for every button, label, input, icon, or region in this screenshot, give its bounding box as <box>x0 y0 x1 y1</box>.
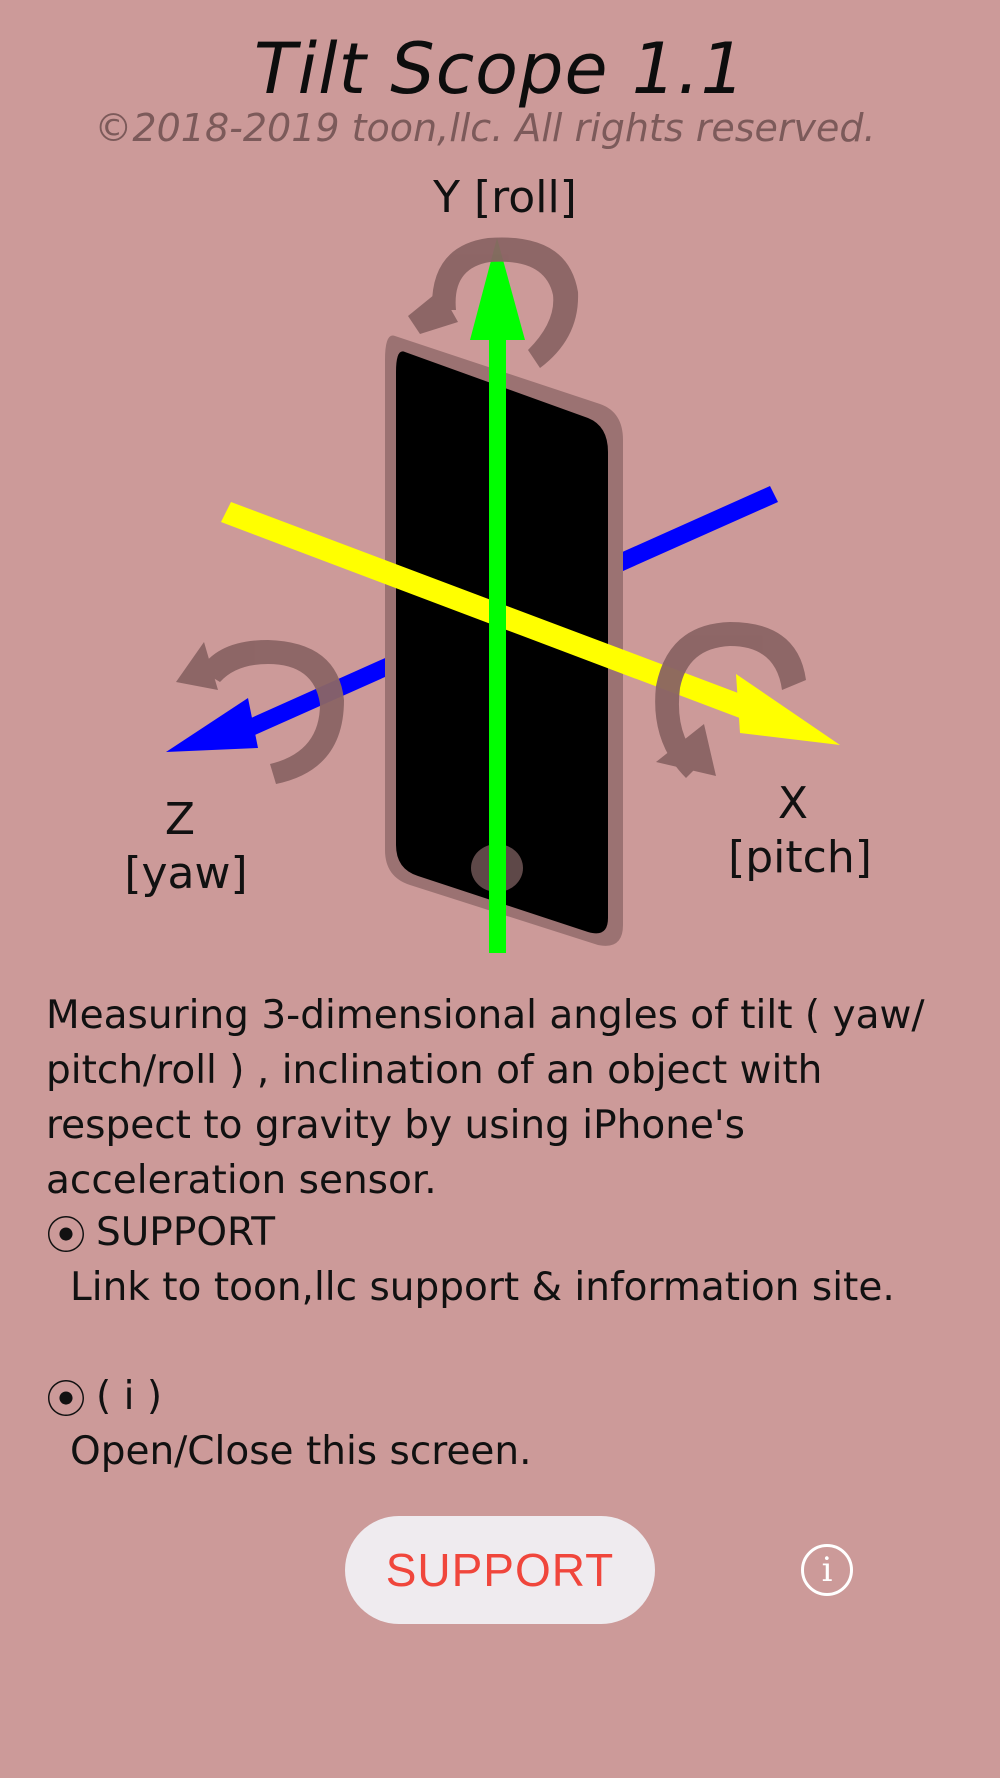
x-axis-name: [pitch] <box>728 832 872 883</box>
info-section-body: Open/Close this screen. <box>70 1429 532 1474</box>
yaw-rotation-arrow <box>176 640 344 784</box>
x-axis-arrow <box>221 502 840 745</box>
support-section-body: Link to toon,llc support & information s… <box>70 1265 895 1310</box>
bullet-icon: ⦿ <box>46 1213 86 1259</box>
roll-rotation-arrow <box>408 237 579 368</box>
y-axis-label: Y [roll] <box>432 172 577 223</box>
y-axis-arrow <box>470 238 525 953</box>
info-section: ⦿ ( i ) Open/Close this screen. <box>46 1368 976 1480</box>
info-icon[interactable]: i <box>801 1544 853 1596</box>
z-axis-name: [yaw] <box>124 848 247 899</box>
z-axis-label: Z <box>165 794 195 845</box>
bullet-icon: ⦿ <box>46 1377 86 1423</box>
support-button[interactable]: SUPPORT <box>345 1516 655 1624</box>
x-axis-label: X <box>778 778 808 829</box>
copyright-text: ©2018-2019 toon,llc. All rights reserved… <box>94 106 876 150</box>
tilt-axes-diagram: Y [roll] Z [yaw] X [pitch] <box>124 172 872 953</box>
info-section-title: ( i ) <box>96 1373 163 1419</box>
app-title: Tilt Scope 1.1 <box>253 28 747 110</box>
support-section-title: SUPPORT <box>96 1209 276 1255</box>
app-description: Measuring 3-dimensional angles of tilt (… <box>46 993 925 1203</box>
support-section: ⦿ SUPPORT Link to toon,llc support & inf… <box>46 1204 976 1316</box>
pitch-rotation-arrow <box>655 622 806 778</box>
